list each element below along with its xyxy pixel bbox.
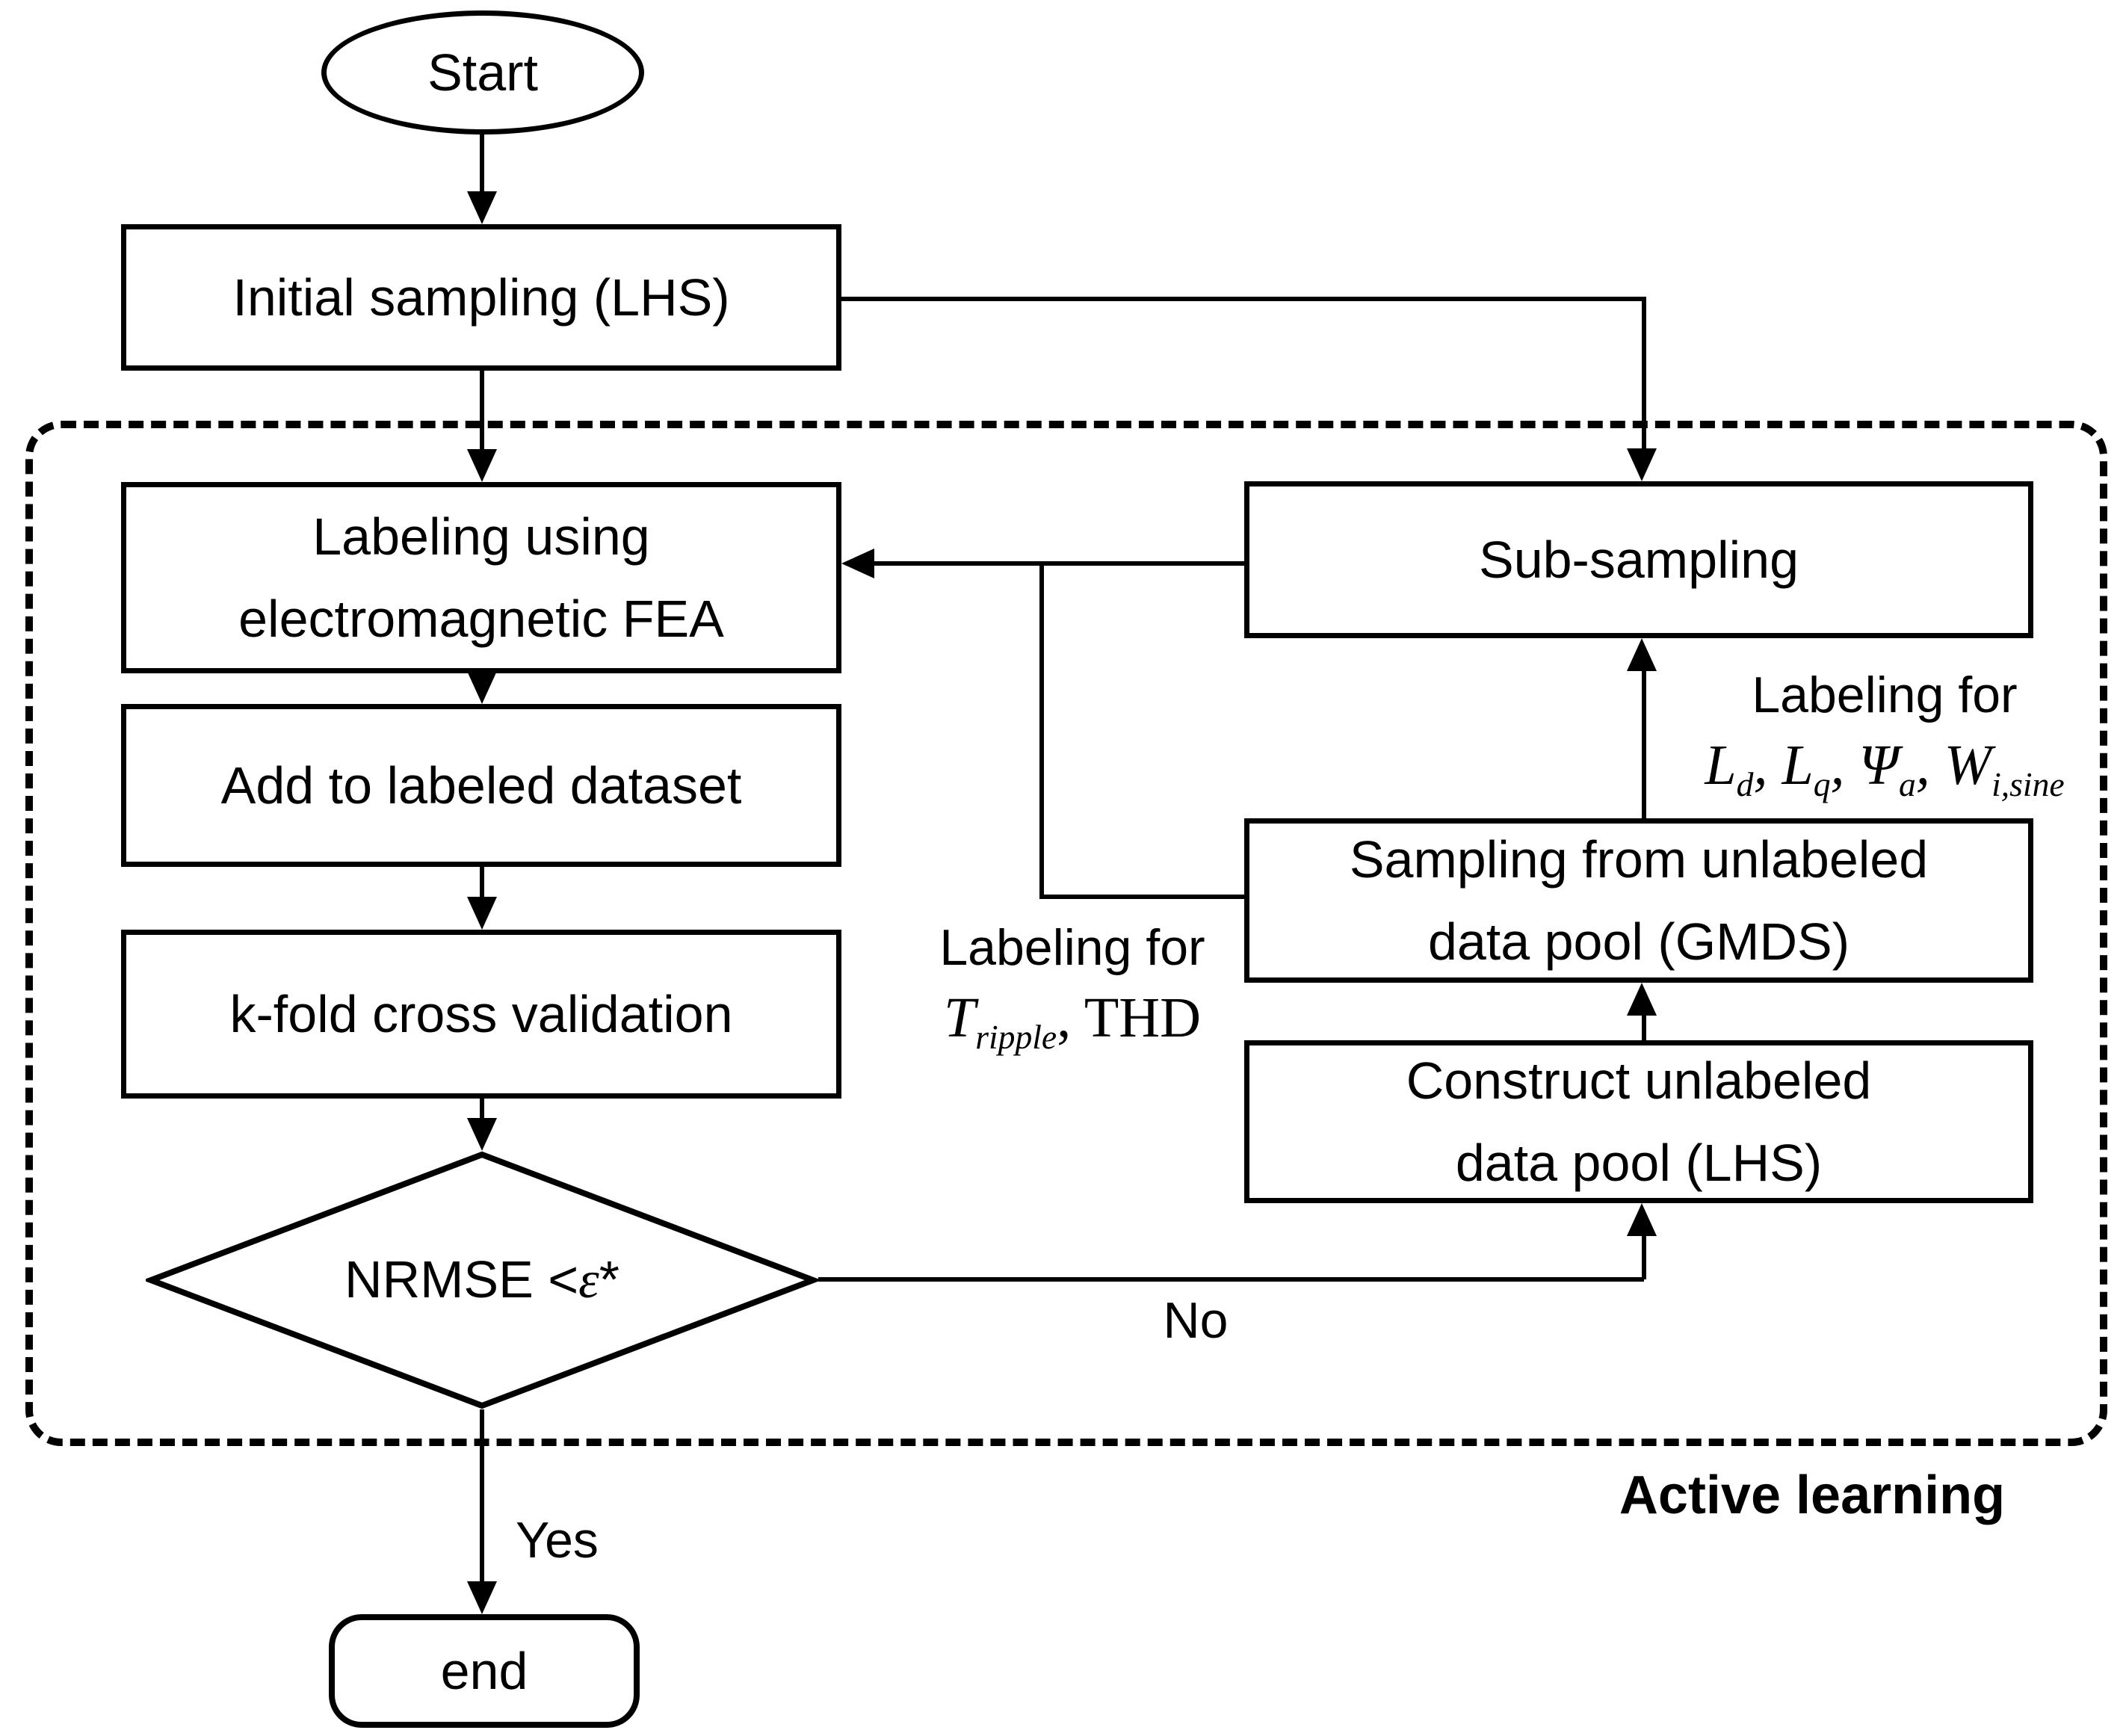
- nrmse-prefix: NRMSE <: [344, 1250, 579, 1309]
- edge-add-kfold-line: [480, 867, 484, 900]
- nrmse-text: NRMSE <ε*: [344, 1250, 619, 1311]
- node-construct-pool: Construct unlabeled data pool (LHS): [1244, 1040, 2033, 1203]
- edge-subsampling-labeling-line: [873, 561, 1244, 566]
- edge-labeling-add-arrowhead: [467, 671, 497, 704]
- math-term: , THD: [1057, 986, 1202, 1049]
- edge-kfold-nrmse-arrowhead: [467, 1118, 497, 1151]
- labeling-left-math: Tripple, THD: [863, 979, 1282, 1076]
- edge-sampling-branch-vline: [1039, 561, 1044, 899]
- edge-nrmse-end-arrowhead: [467, 1581, 497, 1614]
- active-learning-region: [25, 421, 2107, 1446]
- region-caption: Active learning: [1619, 1465, 2006, 1525]
- edge-sampling-subsampling-arrowhead: [1627, 638, 1657, 671]
- edge-sampling-branch-hline: [1039, 895, 1244, 899]
- node-kfold: k-fold cross validation: [121, 930, 841, 1099]
- math-term: , L: [1753, 734, 1814, 797]
- edge-start-initial-line: [480, 132, 484, 194]
- node-nrmse-decision-shape: [146, 1151, 818, 1409]
- edge-initial-subsampling-hline: [841, 297, 1644, 301]
- edge-nrmse-construct-hline: [818, 1277, 1644, 1282]
- node-subsampling-label: Sub-sampling: [1479, 531, 1799, 589]
- node-labeling-fea-line1: Labeling using: [312, 507, 650, 566]
- math-term: L: [1705, 734, 1737, 797]
- math-sub: d: [1736, 765, 1754, 804]
- node-labeling-fea: Labeling using electromagnetic FEA: [121, 482, 841, 673]
- node-add-labeled: Add to labeled dataset: [121, 704, 841, 867]
- edge-kfold-nrmse-line: [480, 1099, 484, 1121]
- nrmse-star: *: [599, 1250, 619, 1309]
- node-end: end: [329, 1614, 640, 1728]
- edge-initial-labeling-line: [480, 371, 484, 452]
- node-sampling-gmds: Sampling from unlabeled data pool (GMDS): [1244, 818, 2033, 983]
- node-add-labeled-label: Add to labeled dataset: [220, 756, 742, 815]
- edge-add-kfold-arrowhead: [467, 897, 497, 930]
- math-sub: i,sine: [1991, 765, 2065, 804]
- math-sub: q: [1813, 765, 1831, 804]
- math-term: , W: [1915, 734, 1992, 797]
- math-term: T: [943, 986, 976, 1049]
- node-nrmse-decision: NRMSE <ε*: [146, 1151, 818, 1409]
- edge-label-yes: Yes: [516, 1512, 599, 1569]
- node-initial-sampling-label: Initial sampling (LHS): [232, 268, 730, 327]
- node-sampling-gmds-line1: Sampling from unlabeled: [1349, 830, 1929, 889]
- edge-construct-sampling-line: [1642, 1013, 1646, 1040]
- math-sub: ripple: [975, 1018, 1057, 1057]
- node-kfold-label: k-fold cross validation: [229, 985, 733, 1043]
- nrmse-epsilon: ε: [578, 1252, 599, 1309]
- labeling-right-math: Ld, Lq, Ψa, Wi,sine: [1668, 726, 2101, 824]
- edge-label-labeling-left: Labeling for Tripple, THD: [863, 916, 1282, 1076]
- math-sub: a: [1898, 765, 1916, 804]
- edge-start-initial-arrowhead: [467, 191, 497, 224]
- node-sampling-gmds-line2: data pool (GMDS): [1427, 912, 1850, 971]
- node-subsampling: Sub-sampling: [1244, 481, 2033, 638]
- edge-label-labeling-right: Labeling for Ld, Lq, Ψa, Wi,sine: [1668, 664, 2101, 824]
- node-start: Start: [321, 10, 644, 135]
- edge-nrmse-construct-vline: [1642, 1235, 1646, 1279]
- edge-nrmse-end-line: [480, 1409, 484, 1584]
- node-initial-sampling: Initial sampling (LHS): [121, 224, 841, 371]
- labeling-left-title: Labeling for: [939, 919, 1205, 976]
- node-start-label: Start: [427, 43, 538, 102]
- math-term: , Ψ: [1830, 734, 1899, 797]
- edge-subsampling-labeling-arrowhead: [841, 549, 874, 578]
- edge-initial-subsampling-vline: [1642, 297, 1646, 451]
- edge-label-no: No: [1163, 1292, 1229, 1349]
- edge-sampling-subsampling-line: [1642, 670, 1646, 818]
- edge-initial-subsampling-arrowhead: [1627, 448, 1657, 481]
- node-construct-pool-line1: Construct unlabeled: [1406, 1051, 1872, 1110]
- edge-initial-labeling-arrowhead: [467, 449, 497, 482]
- edge-nrmse-construct-arrowhead: [1627, 1203, 1657, 1236]
- edge-construct-sampling-arrowhead: [1627, 983, 1657, 1016]
- labeling-right-title: Labeling for: [1752, 667, 2018, 723]
- node-labeling-fea-line2: electromagnetic FEA: [238, 590, 724, 648]
- node-end-label: end: [440, 1642, 528, 1700]
- node-construct-pool-line2: data pool (LHS): [1455, 1134, 1823, 1192]
